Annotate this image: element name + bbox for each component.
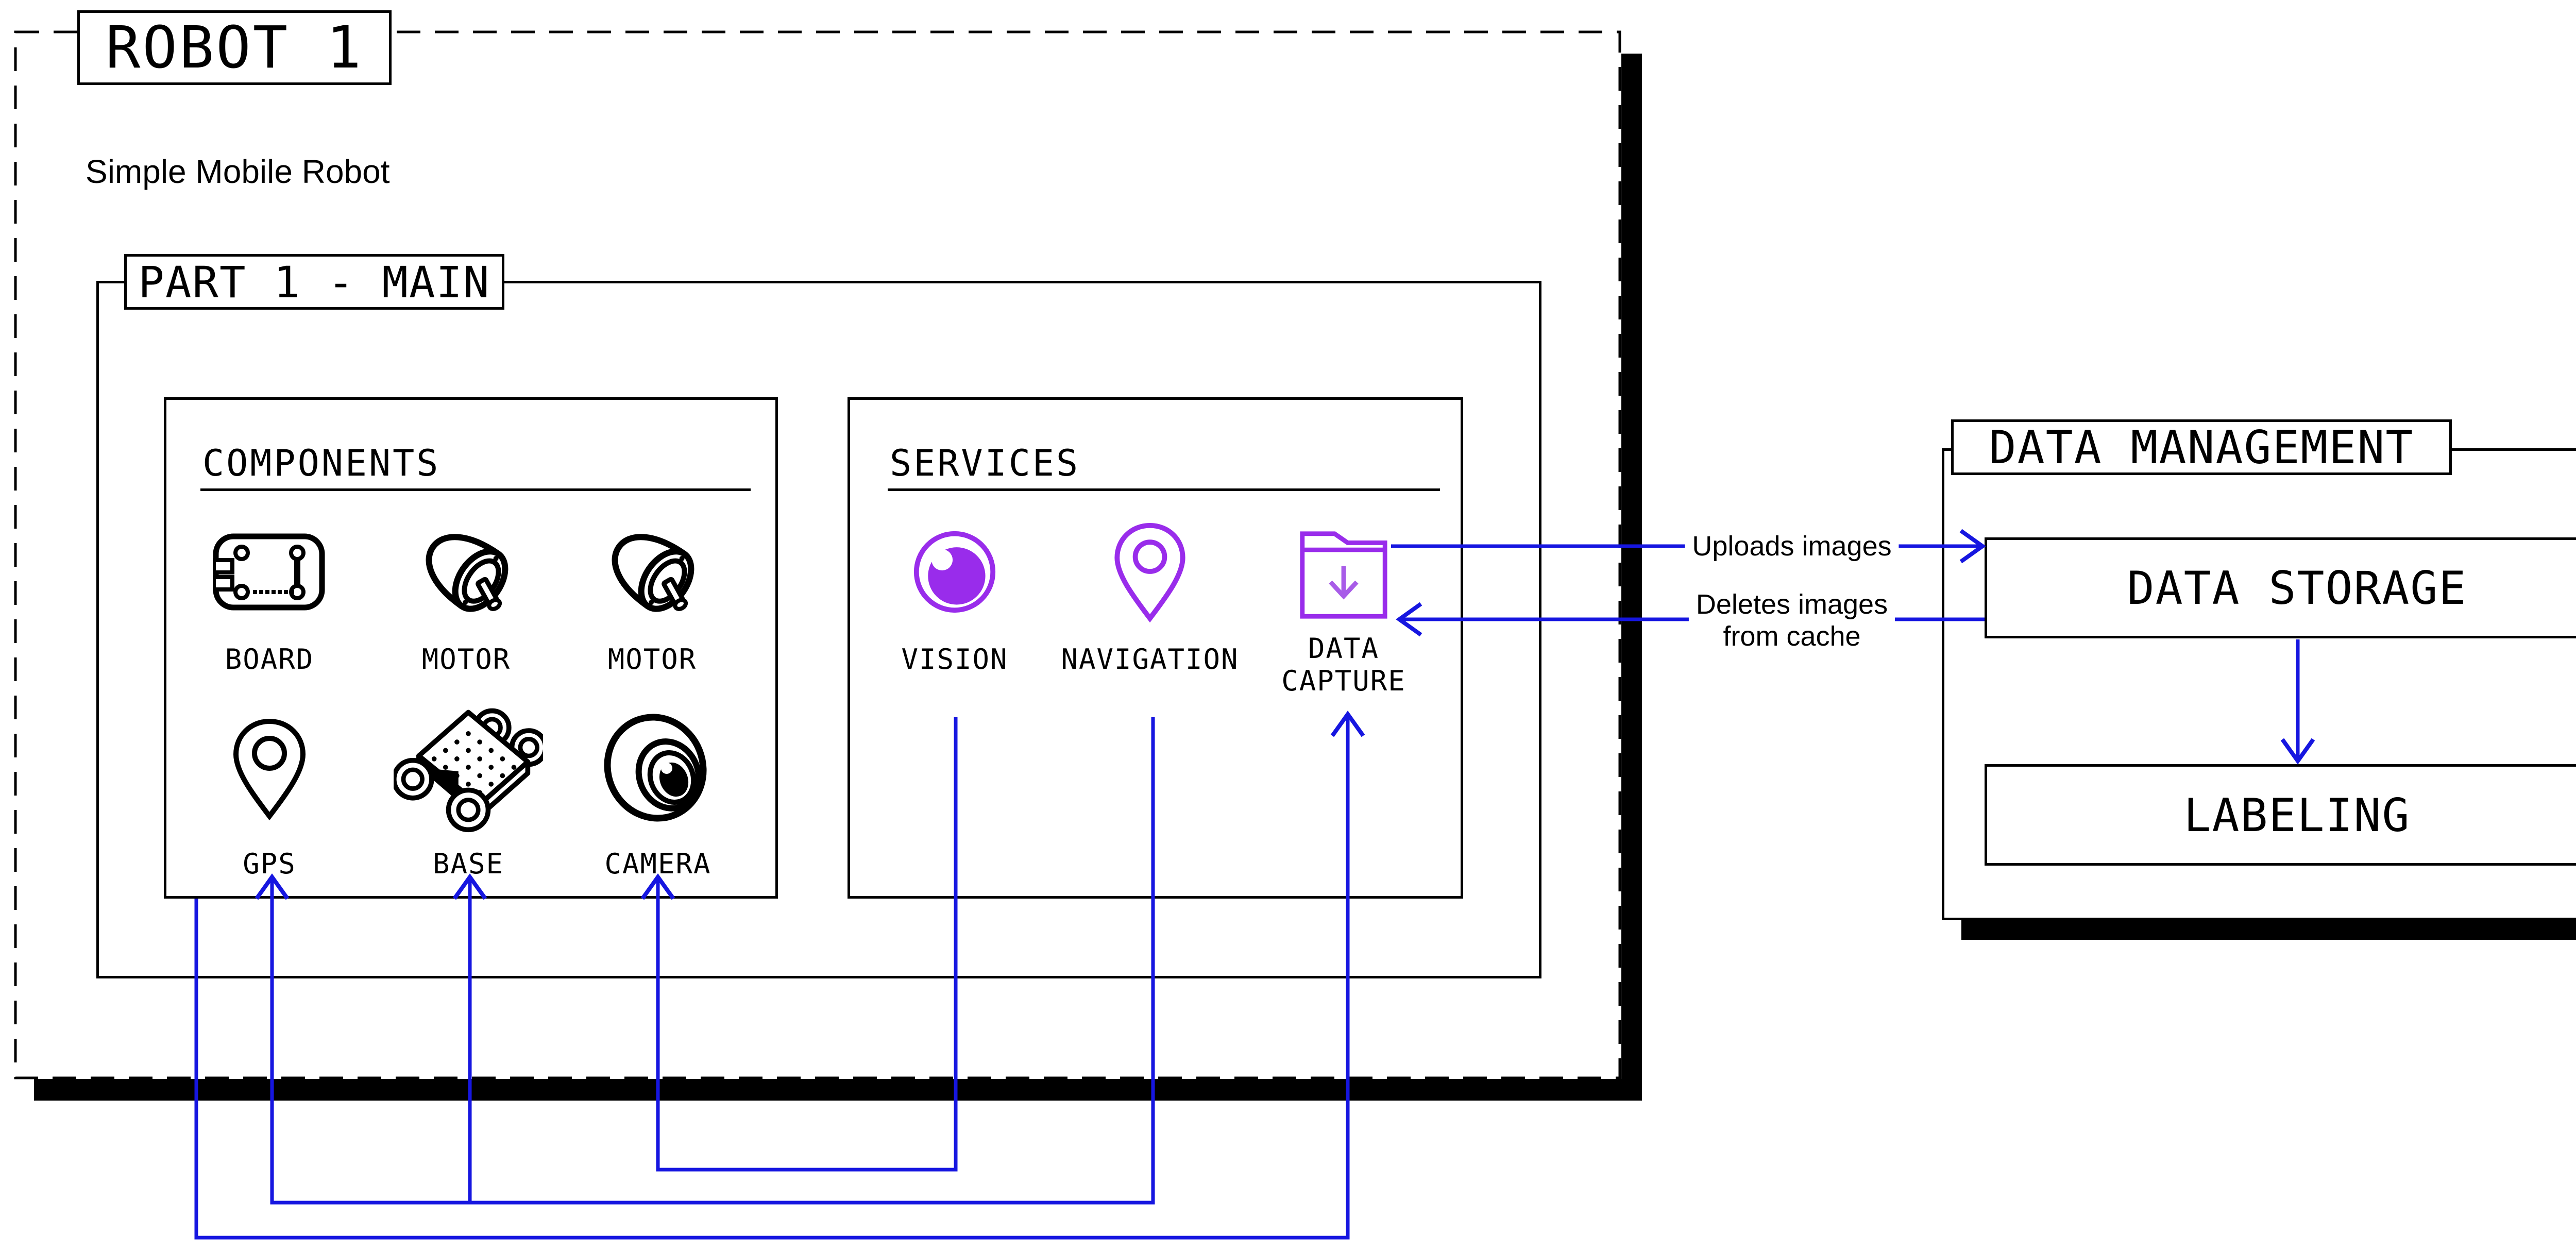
services-title-rule bbox=[888, 488, 1440, 491]
deletes-images-label: Deletes images from cache bbox=[1688, 588, 1895, 652]
components-title-rule bbox=[200, 488, 751, 491]
service-label-data-capture: DATA CAPTURE bbox=[1281, 632, 1406, 697]
component-label-base: BASE bbox=[432, 848, 504, 880]
labeling-node: LABELING bbox=[1985, 764, 2576, 866]
component-label-camera: CAMERA bbox=[604, 848, 711, 880]
robot-title-box: ROBOT 1 bbox=[77, 10, 392, 85]
services-title: SERVICES bbox=[890, 442, 1080, 484]
folder-download-icon bbox=[1298, 530, 1389, 620]
component-label-gps: GPS bbox=[243, 848, 296, 880]
robot-shadow-bottom bbox=[34, 1079, 1642, 1101]
robot-shadow-right bbox=[1621, 54, 1642, 1101]
rover-base-icon bbox=[394, 705, 543, 834]
deletes-images-label-line1: Deletes images bbox=[1696, 589, 1888, 620]
circuit-board-icon bbox=[213, 533, 325, 611]
service-label-vision: VISION bbox=[901, 643, 1008, 675]
motor-icon bbox=[598, 524, 706, 617]
robot-subtitle: Simple Mobile Robot bbox=[86, 153, 390, 190]
camera-lens-icon bbox=[596, 710, 720, 829]
map-pin-icon bbox=[231, 717, 308, 820]
component-label-motor-2: MOTOR bbox=[607, 643, 697, 675]
data-storage-node: DATA STORAGE bbox=[1985, 537, 2576, 638]
map-pin-icon bbox=[1111, 521, 1189, 622]
eye-icon bbox=[912, 529, 997, 615]
service-label-navigation: NAVIGATION bbox=[1061, 643, 1239, 675]
part1-main-title-box: PART 1 - MAIN bbox=[124, 254, 504, 310]
data-management-title-box: DATA MANAGEMENT bbox=[1951, 419, 2452, 475]
component-label-board: BOARD bbox=[225, 643, 314, 675]
deletes-images-label-line2: from cache bbox=[1723, 621, 1861, 652]
components-title: COMPONENTS bbox=[202, 442, 440, 484]
uploads-images-label: Uploads images bbox=[1685, 530, 1899, 563]
component-label-motor-1: MOTOR bbox=[421, 643, 511, 675]
motor-icon bbox=[412, 524, 520, 617]
